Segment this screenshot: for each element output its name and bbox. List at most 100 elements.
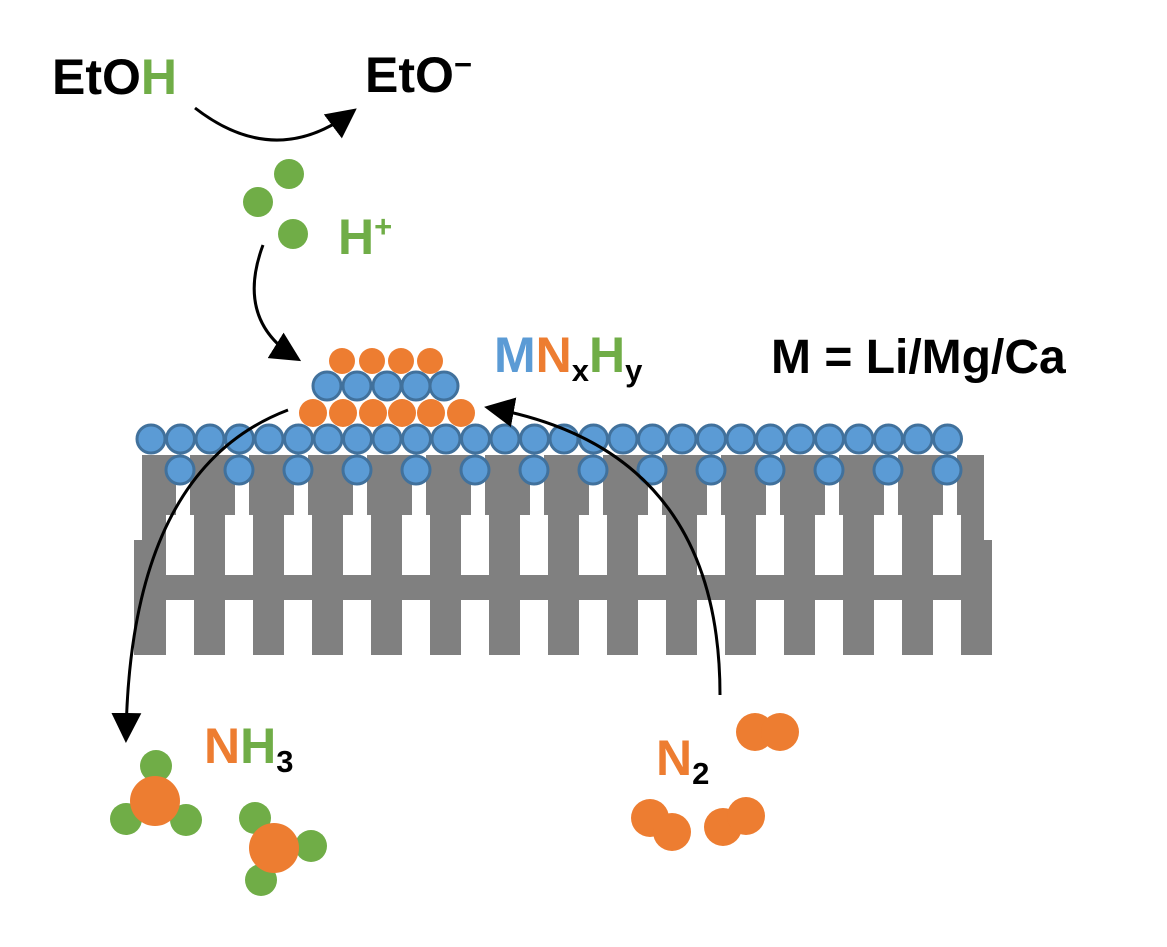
metal-atom — [460, 423, 491, 455]
metal-atom — [401, 423, 432, 455]
metal-atom — [253, 423, 285, 455]
metal-atom — [754, 454, 786, 486]
nitrogen-atom — [388, 348, 414, 374]
metal-atom — [430, 423, 462, 455]
ethanol-prefix: EtO — [52, 49, 141, 105]
pore-lower — [933, 600, 961, 655]
hydrogen-atom — [140, 750, 172, 782]
metal-atom — [695, 454, 727, 486]
dinitrogen-symbol: N — [656, 730, 693, 786]
ammonia-nitrogen: N — [204, 718, 241, 774]
dinitrogen-label: N2 — [656, 730, 709, 789]
metal-atom — [371, 423, 403, 455]
nitrogen-atom — [329, 348, 355, 374]
ethanol-hydrogen: H — [140, 49, 178, 105]
metal-atom — [607, 423, 639, 455]
metal-atom — [755, 423, 786, 455]
pore-upper — [461, 515, 489, 575]
formula-y-subscript: y — [625, 353, 643, 389]
nitrogen-adsorption-arrow — [484, 397, 722, 696]
metal-atom — [135, 423, 167, 455]
pore-lower — [284, 600, 312, 655]
ethanol-label: EtOH — [52, 52, 177, 102]
metal-atom — [577, 454, 609, 486]
substrate-metal-layer — [135, 423, 963, 486]
nitrogen-atom — [329, 399, 357, 427]
pore-upper — [874, 515, 902, 575]
pore-upper — [520, 515, 548, 575]
nitrogen-atom — [299, 399, 327, 427]
pore-lower — [874, 600, 902, 655]
proton-atom — [274, 159, 304, 189]
proton-group — [243, 159, 308, 249]
pore-lower — [815, 600, 843, 655]
formula-hydrogen: H — [589, 327, 626, 383]
formula-x-subscript: x — [571, 353, 590, 389]
pore-lower — [166, 600, 194, 655]
metal-atom — [636, 454, 668, 486]
formula-metal: M — [494, 327, 536, 383]
metal-atom — [341, 370, 373, 402]
metal-atom — [518, 454, 550, 486]
metal-atom — [519, 423, 550, 455]
pore-lower — [461, 600, 489, 655]
metal-atom — [400, 370, 432, 402]
pore-lower — [756, 600, 784, 655]
porous-support — [134, 455, 1016, 655]
metal-atom — [223, 454, 255, 486]
pore-upper — [933, 515, 961, 575]
pore-upper — [815, 515, 843, 575]
deprotonation-arrow — [194, 106, 357, 142]
metal-atom — [637, 423, 668, 455]
pore-lower — [579, 600, 607, 655]
metal-atom — [194, 423, 226, 455]
nitrogen-atom — [417, 399, 445, 427]
metal-atom — [489, 423, 521, 455]
nitrogen-atom — [727, 797, 765, 835]
metal-atom — [459, 454, 491, 486]
pore-upper — [284, 515, 312, 575]
metal-atom — [341, 454, 373, 486]
metal-atom — [902, 423, 934, 455]
proton-atom — [243, 187, 273, 217]
metal-nitride-cluster — [299, 348, 475, 427]
metal-nitride-formula: MNxHy — [494, 327, 642, 386]
metal-atom — [813, 454, 845, 486]
metal-atom — [428, 370, 460, 402]
pore-upper — [756, 515, 784, 575]
dinitrogen-molecule — [736, 713, 799, 751]
proton-label: H+ — [338, 211, 392, 262]
ethoxide-prefix: EtO — [365, 47, 454, 103]
ammonia-molecule — [239, 802, 327, 896]
support-notch — [1002, 455, 1016, 515]
proton-transfer-arrow — [252, 244, 302, 362]
hydrogen-atom — [170, 804, 202, 836]
metal-atom — [696, 423, 727, 455]
metal-atom — [666, 423, 698, 455]
nitrogen-atom — [359, 348, 385, 374]
ethoxide-charge: − — [453, 46, 473, 82]
metal-atom — [843, 423, 875, 455]
nitrogen-atom — [359, 399, 387, 427]
ammonia-release-arrow — [111, 408, 289, 743]
pore-upper — [225, 515, 253, 575]
pore-lower — [638, 600, 666, 655]
ammonia-hydrogen: H — [240, 718, 277, 774]
hydrogen-atom — [295, 830, 327, 862]
pore-lower — [343, 600, 371, 655]
nitrogen-atom — [447, 399, 475, 427]
ammonia-subscript: 3 — [276, 744, 294, 780]
pore-upper — [579, 515, 607, 575]
pore-lower — [225, 600, 253, 655]
nitrogen-atom — [417, 348, 443, 374]
pore-upper — [697, 515, 725, 575]
pore-upper — [343, 515, 371, 575]
metal-atom — [931, 454, 963, 486]
metal-atom — [311, 370, 343, 402]
support-body — [134, 455, 992, 655]
metal-atom — [342, 423, 373, 455]
metal-atom — [784, 423, 816, 455]
nitrogen-atom — [388, 399, 416, 427]
nitrogen-atom — [761, 713, 799, 751]
